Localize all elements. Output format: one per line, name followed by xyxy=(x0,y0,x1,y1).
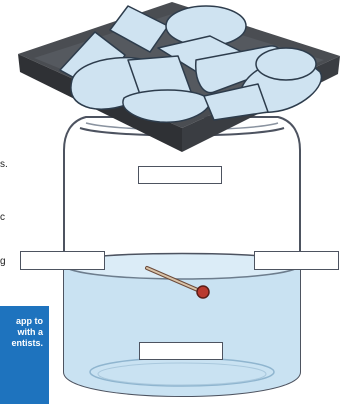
ice-cube xyxy=(256,48,316,80)
label-box-right[interactable] xyxy=(254,251,339,270)
ice-cubes xyxy=(60,6,321,122)
water xyxy=(60,250,305,404)
label-box-left[interactable] xyxy=(20,251,105,270)
side-text-fragment: g xyxy=(0,257,6,267)
promo-line: entists. xyxy=(0,338,43,349)
promo-line: app to xyxy=(0,316,43,327)
promo-banner[interactable]: app to with a entists. xyxy=(0,306,49,404)
promo-line: with a xyxy=(0,327,43,338)
label-box-bottom[interactable] xyxy=(139,342,223,360)
label-box-top[interactable] xyxy=(138,166,222,184)
side-text-fragment: c xyxy=(0,213,5,223)
side-text-fragment: s. xyxy=(0,160,8,170)
